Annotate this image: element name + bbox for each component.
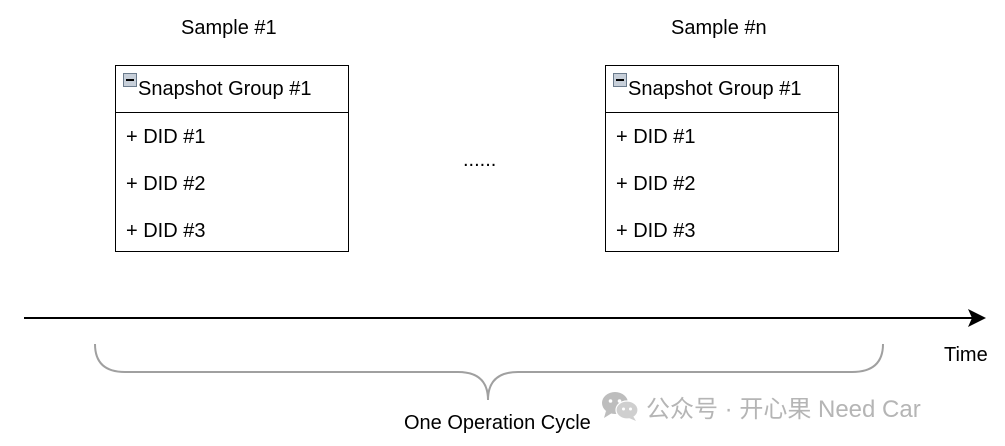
sample-n-label: Sample #n bbox=[671, 17, 767, 39]
did-item: + DID #3 bbox=[126, 220, 206, 242]
ellipsis: ...... bbox=[463, 149, 497, 171]
wechat-icon bbox=[602, 392, 639, 421]
time-axis-arrowhead bbox=[968, 309, 986, 327]
watermark-text: 公众号 · 开心果 Need Car bbox=[646, 395, 921, 423]
snapshot-group-header: Snapshot Group #1 bbox=[606, 66, 838, 113]
did-item: + DID #2 bbox=[126, 173, 206, 195]
did-item: + DID #3 bbox=[616, 220, 696, 242]
collapse-icon[interactable] bbox=[613, 73, 627, 87]
did-item: + DID #1 bbox=[616, 126, 696, 148]
sample-1-label: Sample #1 bbox=[181, 17, 277, 39]
watermark: 公众号 · 开心果 Need Car bbox=[600, 389, 921, 423]
snapshot-group-box-1: Snapshot Group #1 + DID #1 + DID #2 + DI… bbox=[115, 65, 349, 252]
did-item: + DID #1 bbox=[126, 126, 206, 148]
snapshot-group-box-n: Snapshot Group #1 + DID #1 + DID #2 + DI… bbox=[605, 65, 839, 252]
operation-cycle-brace bbox=[94, 343, 884, 401]
snapshot-group-title: Snapshot Group #1 bbox=[138, 78, 312, 100]
did-item: + DID #2 bbox=[616, 173, 696, 195]
operation-cycle-label: One Operation Cycle bbox=[404, 412, 591, 434]
time-axis-label: Time bbox=[944, 344, 988, 366]
snapshot-group-title: Snapshot Group #1 bbox=[628, 78, 802, 100]
collapse-icon[interactable] bbox=[123, 73, 137, 87]
snapshot-group-header: Snapshot Group #1 bbox=[116, 66, 348, 113]
